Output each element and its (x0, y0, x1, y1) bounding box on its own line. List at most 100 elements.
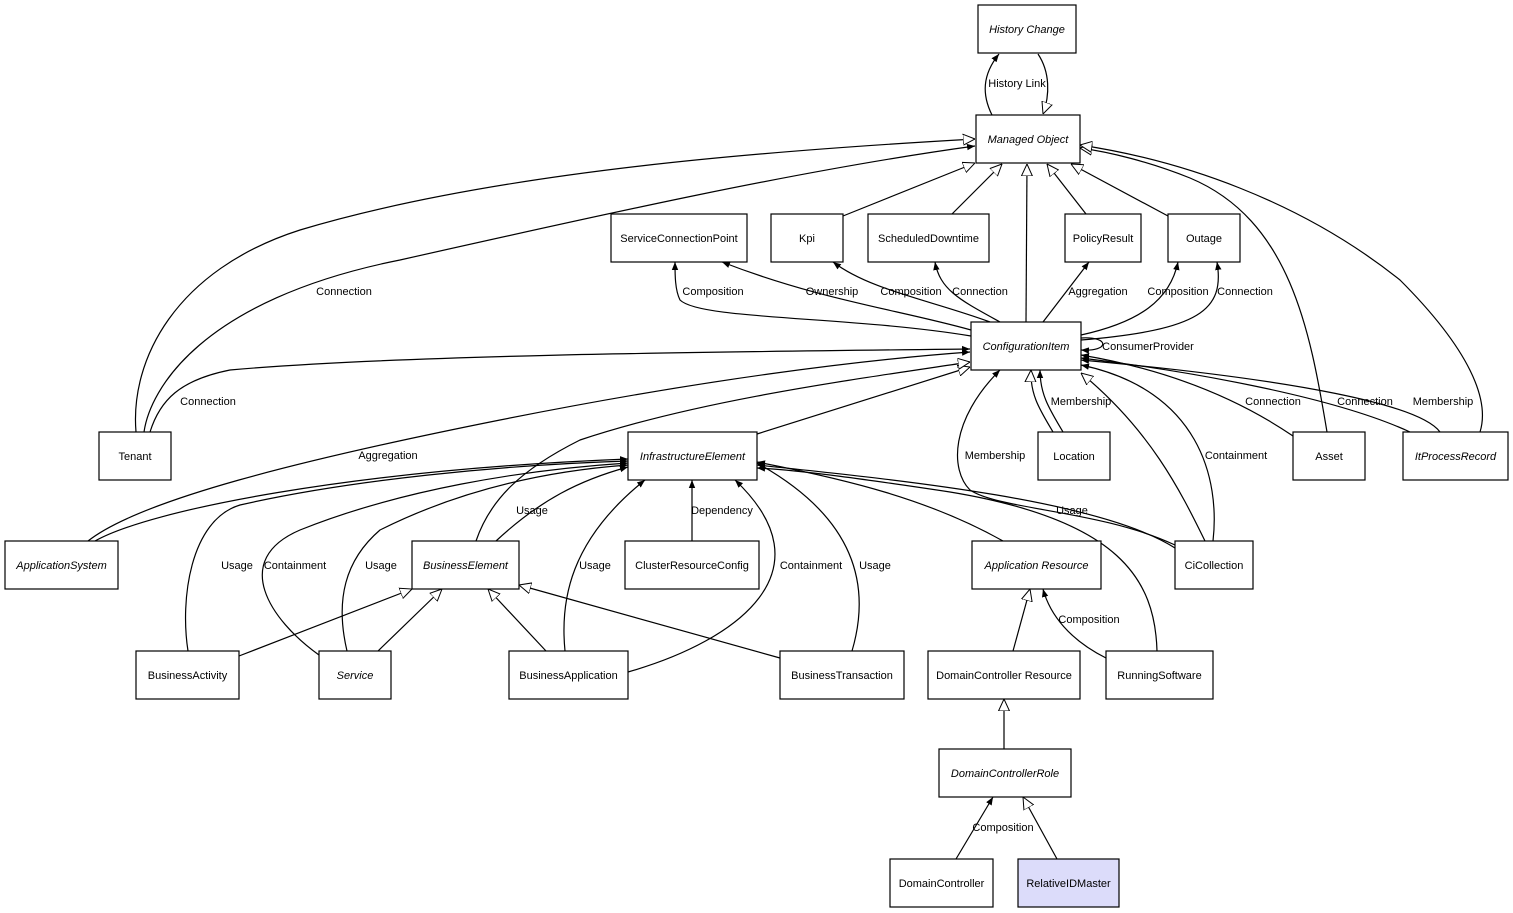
node-service[interactable]: Service (318, 650, 392, 700)
node-history-change[interactable]: History Change (977, 4, 1077, 54)
node-domain-controller[interactable]: DomainController (889, 858, 994, 908)
edge-ci-self (1080, 337, 1104, 354)
node-box (98, 431, 172, 481)
node-label: History Change (989, 24, 1065, 36)
node-box (889, 858, 994, 908)
node-configuration-item[interactable]: ConfigurationItem (970, 321, 1082, 371)
edge-sched-mo (951, 164, 1002, 215)
edge-label: Containment (1205, 450, 1267, 462)
edge-rs-appres (1041, 588, 1107, 659)
edge-label: Aggregation (358, 450, 417, 462)
edge-label: Usage (516, 505, 548, 517)
edge-asset-ci (1080, 353, 1294, 437)
edge-service-ie-usage (341, 462, 629, 652)
edges-layer (87, 53, 1483, 860)
edge-label: History Link (988, 78, 1046, 90)
edge-btx-ie (756, 462, 860, 652)
node-cluster-resource-config[interactable]: ClusterResourceConfig (624, 540, 760, 590)
node-label: InfrastructureElement (640, 451, 746, 463)
node-box (1037, 431, 1111, 481)
edge-label: Usage (365, 560, 397, 572)
node-business-application[interactable]: BusinessApplication (508, 650, 629, 700)
node-domain-controller-resource[interactable]: DomainController Resource (927, 650, 1081, 700)
edge-history-link (984, 53, 1000, 116)
node-asset[interactable]: Asset (1292, 431, 1366, 481)
node-kpi[interactable]: Kpi (770, 213, 844, 263)
node-application-system[interactable]: ApplicationSystem (4, 540, 119, 590)
node-relative-id-master[interactable]: RelativeIDMaster (1017, 858, 1120, 908)
node-label: DomainController Resource (936, 670, 1072, 682)
node-label: ApplicationSystem (15, 560, 107, 572)
node-business-activity[interactable]: BusinessActivity (135, 650, 240, 700)
edge-ba-be (238, 589, 412, 657)
node-ci-collection[interactable]: CiCollection (1174, 540, 1254, 590)
node-box (1105, 650, 1214, 700)
node-box (610, 213, 748, 263)
node-scheduled-downtime[interactable]: ScheduledDowntime (867, 213, 990, 263)
edge-history-gen (1037, 53, 1048, 114)
node-box (627, 431, 758, 481)
node-label: DomainControllerRole (951, 768, 1059, 780)
node-label: ConfigurationItem (983, 341, 1070, 353)
edge-bapp-ie-contain (627, 479, 776, 673)
node-box (971, 540, 1102, 590)
edge-label: Connection (1245, 396, 1301, 408)
node-managed-object[interactable]: Managed Object (975, 114, 1081, 164)
edge-label: Connection (316, 286, 372, 298)
edge-ci-policy (1042, 261, 1090, 323)
edge-ci-mo (1026, 164, 1027, 323)
edge-ci-kpi (832, 261, 991, 323)
node-tenant[interactable]: Tenant (98, 431, 172, 481)
edge-label: Connection (1217, 286, 1273, 298)
node-domain-controller-role[interactable]: DomainControllerRole (938, 748, 1072, 798)
node-outage[interactable]: Outage (1167, 213, 1241, 263)
edge-label: Containment (264, 560, 326, 572)
node-infrastructure-element[interactable]: InfrastructureElement (627, 431, 758, 481)
node-service-connection-point[interactable]: ServiceConnectionPoint (610, 213, 748, 263)
edge-itpr-ci-member (1080, 357, 1441, 433)
edge-cicoll-ci-member (956, 369, 1176, 546)
edge-btx-be (519, 585, 781, 659)
node-box (970, 321, 1082, 371)
edge-rid-dcrole (1023, 797, 1058, 860)
edge-label: Usage (1056, 505, 1088, 517)
node-label: CiCollection (1185, 560, 1244, 572)
node-box (977, 4, 1077, 54)
edge-label: Ownership (806, 286, 859, 298)
edge-label: Membership (1413, 396, 1474, 408)
node-label: Service (337, 670, 374, 682)
edge-outage-mo (1071, 164, 1169, 217)
edge-service-ie-contain (261, 460, 629, 656)
node-box (508, 650, 629, 700)
node-application-resource[interactable]: Application Resource (971, 540, 1102, 590)
node-box (1167, 213, 1241, 263)
node-label: BusinessTransaction (791, 670, 893, 682)
node-label: Tenant (118, 451, 151, 463)
edge-tenant-ci (149, 345, 971, 433)
node-label: BusinessElement (423, 560, 509, 572)
edge-appsys-ie (94, 456, 629, 542)
node-running-software[interactable]: RunningSoftware (1105, 650, 1214, 700)
node-policy-result[interactable]: PolicyResult (1064, 213, 1142, 263)
edge-ci-scp (671, 261, 972, 337)
edge-label: Composition (1058, 614, 1119, 626)
edge-appres-ie (756, 460, 1004, 542)
edge-rs-ie (756, 465, 1158, 652)
node-location[interactable]: Location (1037, 431, 1111, 481)
node-box (411, 540, 520, 590)
edge-label: Usage (221, 560, 253, 572)
node-box (938, 748, 1072, 798)
node-box (1064, 213, 1142, 263)
edge-ci-sched (933, 261, 1001, 323)
edge-dcr-appres (1012, 589, 1030, 652)
node-label: Outage (1186, 233, 1222, 245)
node-label: BusinessApplication (519, 670, 617, 682)
node-business-element[interactable]: BusinessElement (411, 540, 520, 590)
node-business-transaction[interactable]: BusinessTransaction (779, 650, 905, 700)
node-it-process-record[interactable]: ItProcessRecord (1402, 431, 1509, 481)
edge-label: ConsumerProvider (1102, 341, 1194, 353)
edge-asset-mo (1080, 148, 1328, 433)
edge-label: Usage (579, 560, 611, 572)
